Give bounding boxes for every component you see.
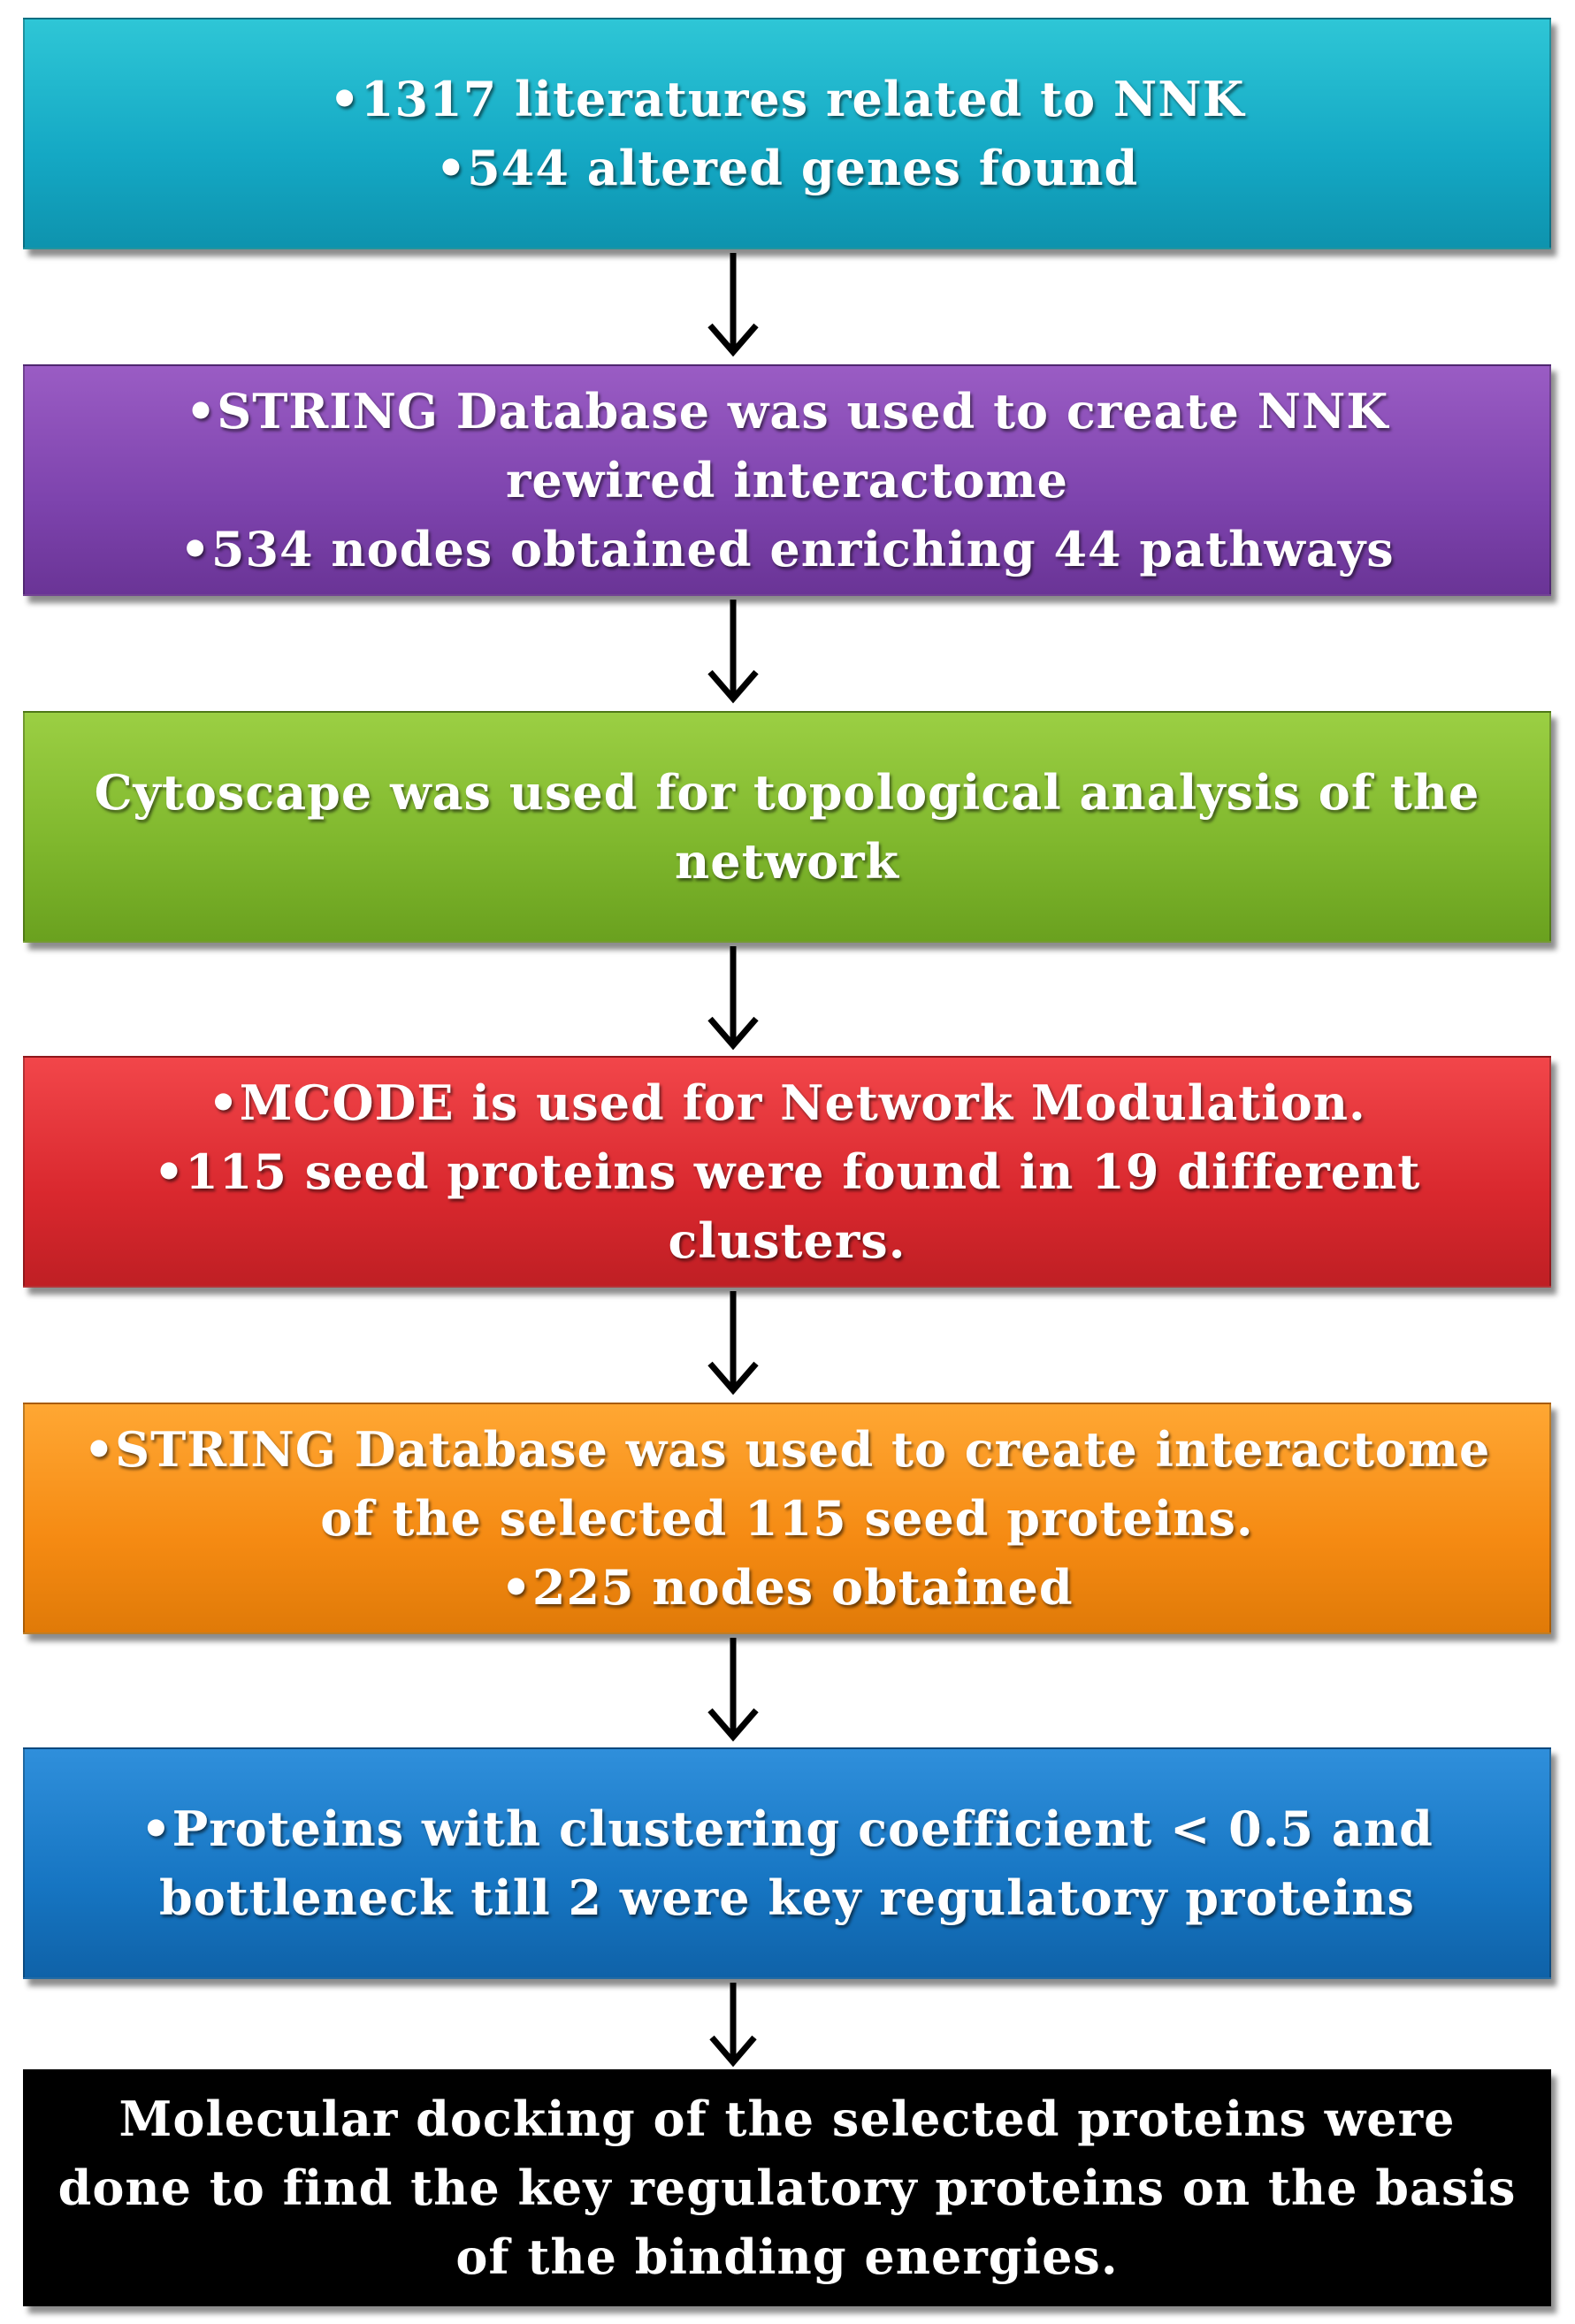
down-arrow-icon (709, 1983, 757, 2068)
step-7-line-3: of the binding energies. (455, 2228, 1119, 2285)
step-2-line-2: rewired interactome (505, 452, 1069, 508)
step-1-line-1: •1317 literatures related to NNK (329, 71, 1245, 127)
step-2-line-1: •STRING Database was used to create NNK (185, 383, 1389, 440)
step-4-line-3: clusters. (668, 1212, 906, 1269)
step-5-line-2: of the selected 115 seed proteins. (320, 1490, 1254, 1547)
step-1-box: •1317 literatures related to NNK •544 al… (23, 18, 1551, 249)
step-4-line-1: •MCODE is used for Network Modulation. (208, 1074, 1366, 1131)
step-3-line-2: network (675, 833, 899, 890)
step-4-line-2: •115 seed proteins were found in 19 diff… (153, 1143, 1421, 1200)
step-5-line-3: •225 nodes obtained (501, 1559, 1074, 1616)
step-6-line-2: bottleneck till 2 were key regulatory pr… (159, 1869, 1415, 1926)
step-7-box: Molecular docking of the selected protei… (23, 2069, 1551, 2306)
step-2-line-3: •534 nodes obtained enriching 44 pathway… (180, 521, 1395, 577)
step-6-line-1: •Proteins with clustering coefficient < … (141, 1800, 1434, 1857)
down-arrow-icon (707, 1291, 759, 1395)
step-5-box: •STRING Database was used to create inte… (23, 1403, 1551, 1634)
down-arrow-icon (707, 1638, 759, 1742)
step-6-box: •Proteins with clustering coefficient < … (23, 1747, 1551, 1979)
step-3-line-1: Cytoscape was used for topological analy… (94, 764, 1480, 821)
step-2-box: •STRING Database was used to create NNK … (23, 364, 1551, 596)
down-arrow-icon (707, 946, 759, 1051)
step-7-line-1: Molecular docking of the selected protei… (119, 2091, 1456, 2147)
step-4-box: •MCODE is used for Network Modulation. •… (23, 1056, 1551, 1288)
down-arrow-icon (707, 600, 759, 704)
step-3-box: Cytoscape was used for topological analy… (23, 711, 1551, 943)
down-arrow-icon (707, 253, 759, 357)
step-7-line-2: done to find the key regulatory proteins… (57, 2160, 1517, 2216)
step-1-line-2: •544 altered genes found (435, 140, 1139, 196)
step-5-line-1: •STRING Database was used to create inte… (83, 1421, 1491, 1478)
